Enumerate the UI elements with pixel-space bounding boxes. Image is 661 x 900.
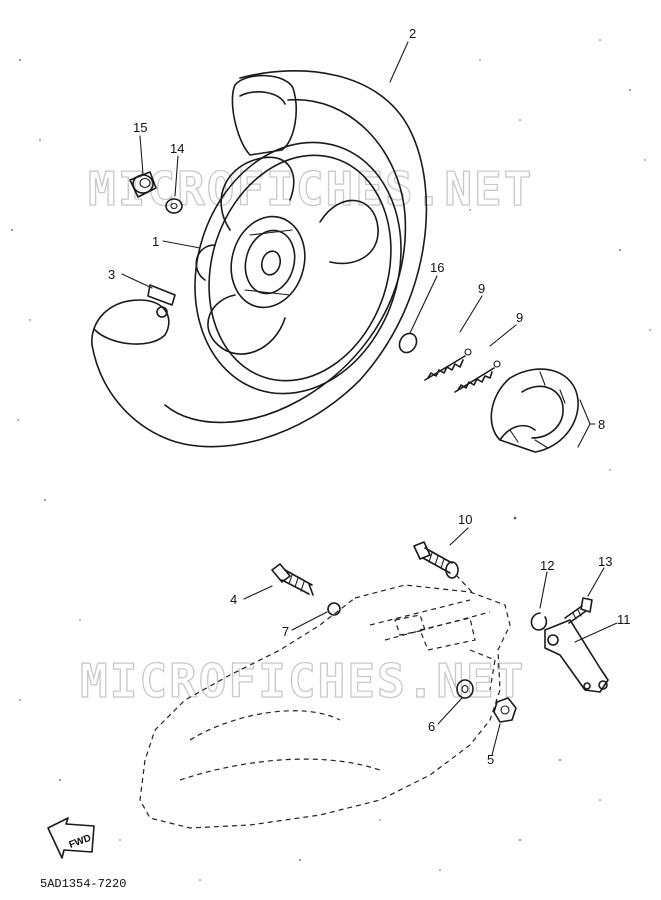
callout-8: 8 [598, 417, 605, 432]
callout-10: 10 [458, 512, 472, 527]
brake-shoe-set [490, 368, 579, 453]
callout-6: 6 [428, 719, 435, 734]
o-ring-7 [327, 602, 341, 616]
callout-7: 7 [282, 624, 289, 639]
circlip-12 [530, 612, 548, 631]
washer-6 [456, 679, 474, 699]
tire [91, 70, 428, 448]
washer-14 [165, 198, 183, 214]
callout-4: 4 [230, 592, 237, 607]
callout-labels: 2 1 3 15 14 16 9 9 8 10 4 7 6 5 12 13 11 [108, 26, 631, 767]
tire-valve [147, 284, 176, 318]
callout-14: 14 [170, 141, 184, 156]
watermark-top: MICROFICHES.NET [88, 162, 533, 216]
collar-15 [129, 171, 157, 198]
callout-11: 11 [617, 612, 631, 627]
callout-9b: 9 [516, 310, 523, 325]
spring-9b [454, 360, 501, 393]
stud-bolt-4 [271, 563, 314, 596]
watermark-bottom: MICROFICHES.NET [80, 654, 525, 708]
fwd-arrow: FWD [47, 817, 95, 859]
scan-speckle [11, 39, 651, 881]
callout-13: 13 [598, 554, 612, 569]
callout-15: 15 [133, 120, 147, 135]
figure-code: 5AD1354-7220 [40, 877, 126, 891]
spring-9a [424, 348, 472, 381]
brake-cam-lever-11 [544, 619, 609, 693]
bolt-10 [413, 541, 473, 593]
wheel-rim [194, 141, 402, 395]
nut-5 [493, 697, 517, 723]
washer-16 [398, 332, 418, 354]
callout-3: 3 [108, 267, 115, 282]
callout-12: 12 [540, 558, 554, 573]
crankcase-cover [139, 584, 511, 829]
fwd-label: FWD [68, 833, 93, 851]
leader-lines [121, 41, 618, 756]
callout-1: 1 [152, 234, 159, 249]
bolt-13 [564, 597, 593, 624]
callout-16: 16 [430, 260, 444, 275]
callout-2: 2 [409, 26, 416, 41]
callout-9a: 9 [478, 281, 485, 296]
callout-5: 5 [487, 752, 494, 767]
